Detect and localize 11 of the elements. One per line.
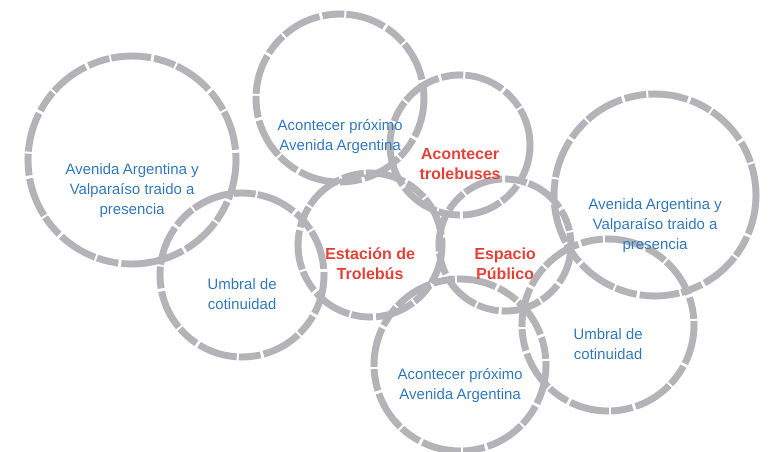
circle-node bbox=[550, 90, 760, 300]
circle-label: Acontecer trolebuses bbox=[418, 145, 502, 185]
circle-label: Acontecer próximo Avenida Argentina bbox=[396, 365, 524, 405]
circle-label: Avenida Argentina y Valparaíso traido a presencia bbox=[587, 195, 723, 255]
circle-node bbox=[24, 52, 240, 268]
circle-label: Umbral de cotinuidad bbox=[206, 275, 278, 315]
circle-label: Acontecer próximo Avenida Argentina bbox=[276, 116, 404, 156]
circle-label: Umbral de cotinuidad bbox=[572, 325, 644, 365]
circle-label: Avenida Argentina y Valparaíso traido a presencia bbox=[64, 160, 200, 220]
circle-label: Estación de Trolebús bbox=[324, 245, 416, 285]
circle-label: Espacio Público bbox=[473, 245, 537, 285]
